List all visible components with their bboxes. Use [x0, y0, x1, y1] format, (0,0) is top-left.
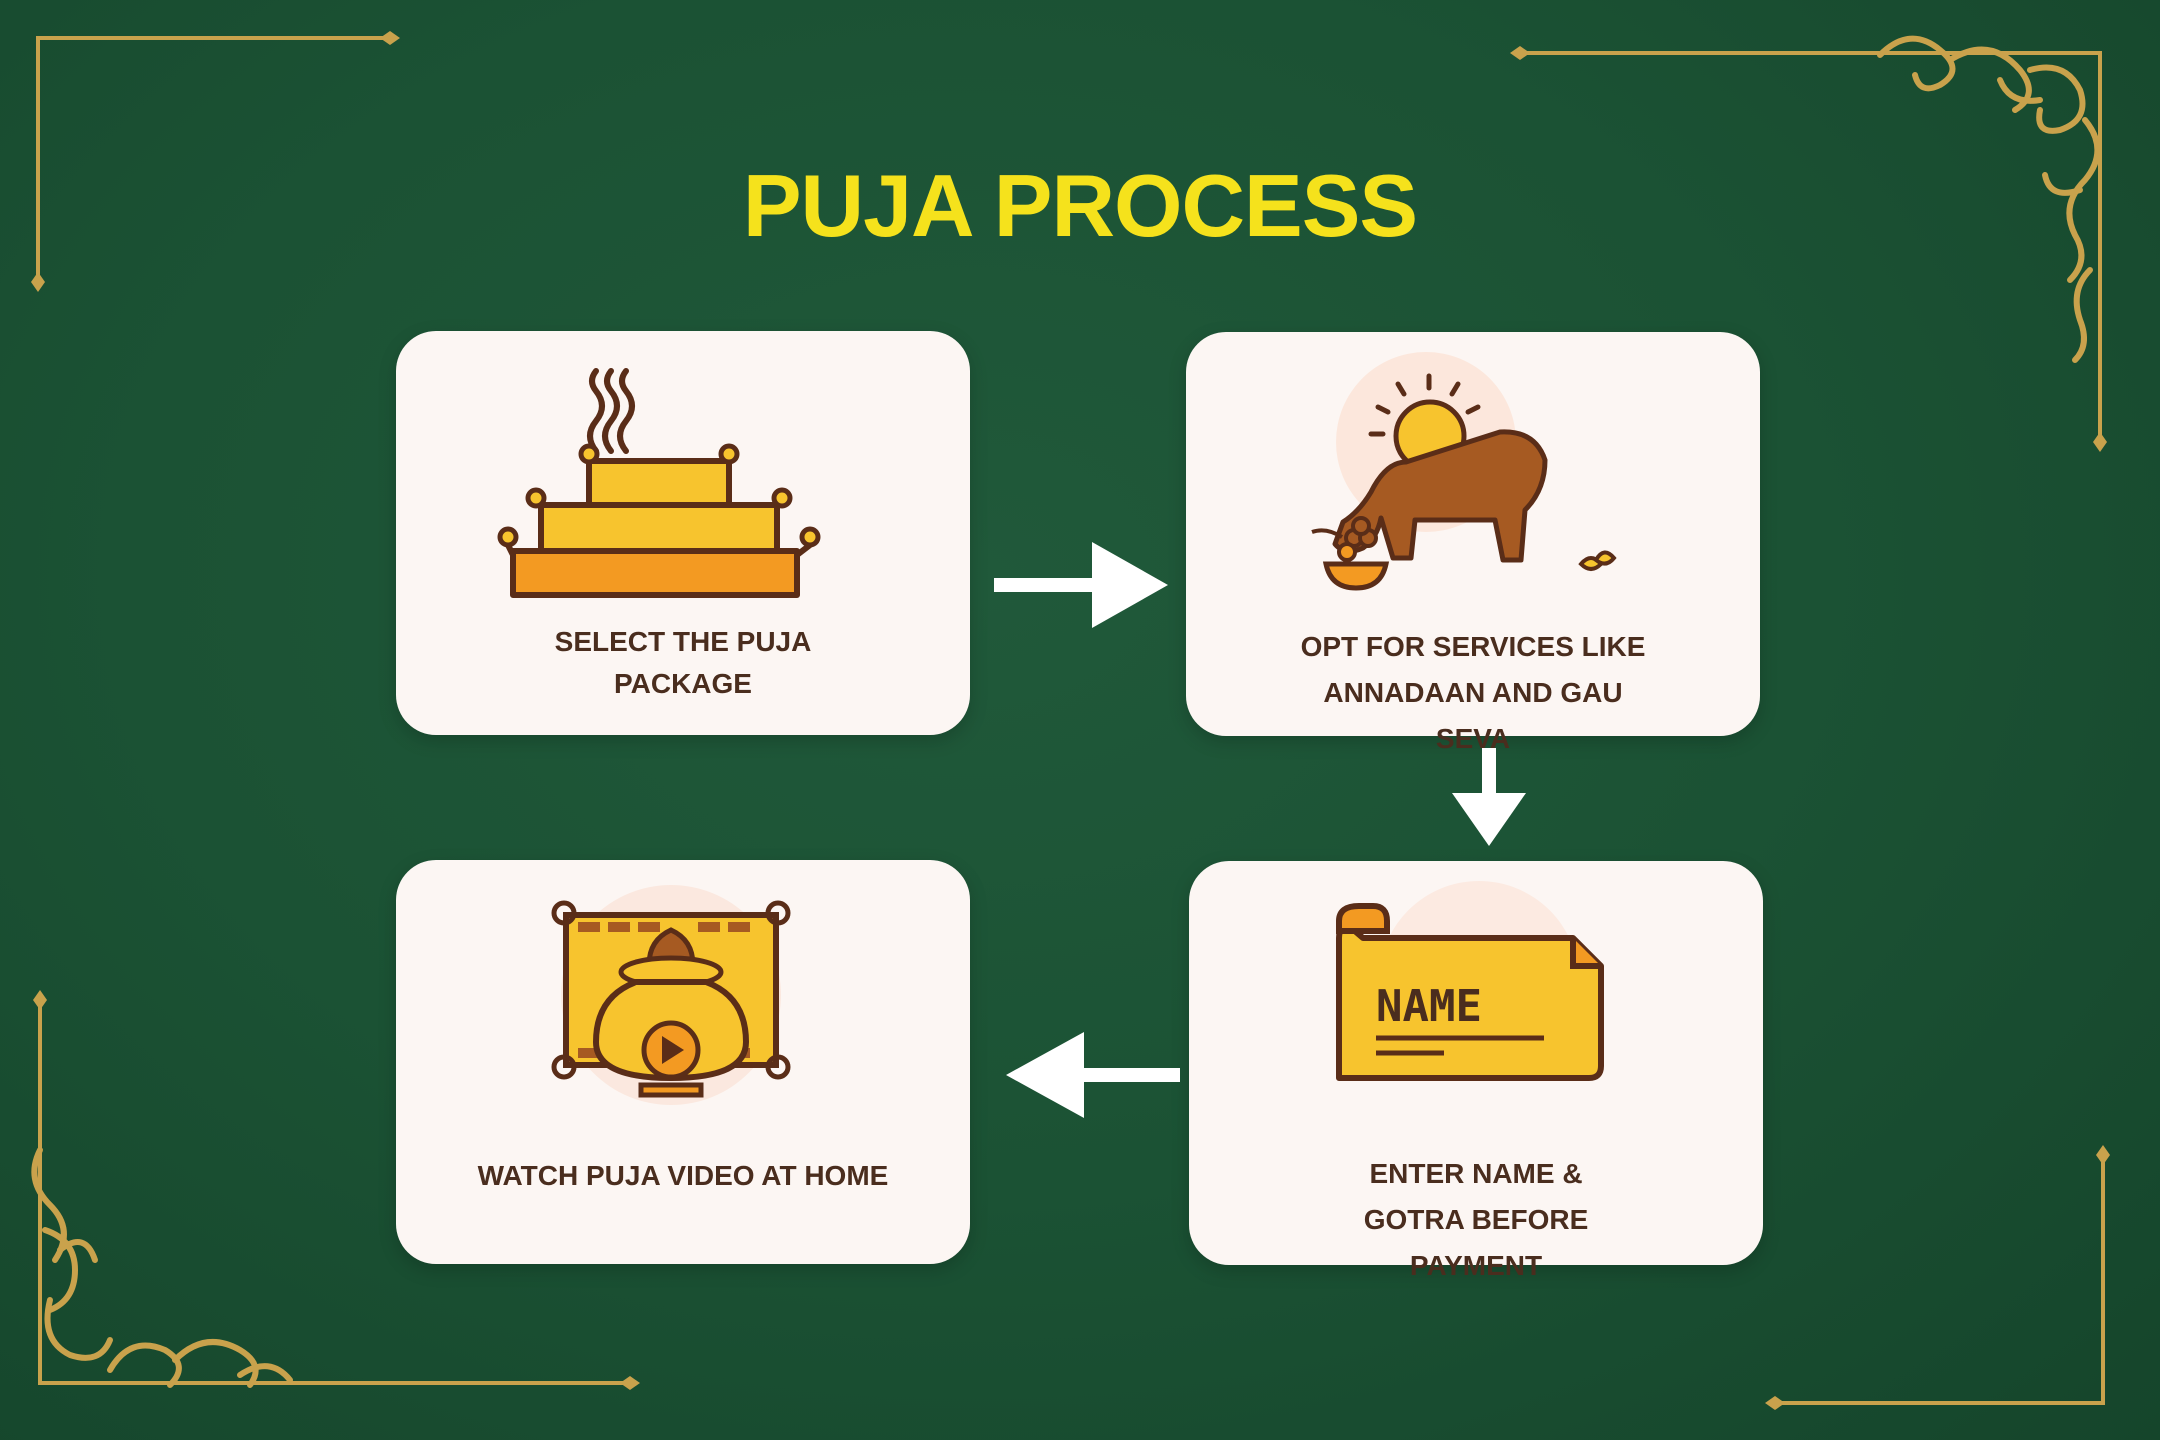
- step-card-opt-services: OPT FOR SERVICES LIKE ANNADAAN AND GAU S…: [1186, 332, 1760, 754]
- puja-altar-icon: [497, 368, 821, 598]
- cow-sun-icon: [1311, 352, 1617, 591]
- step-label: WATCH PUJA VIDEO AT HOME: [477, 1160, 889, 1191]
- kalash-video-icon: [551, 885, 791, 1105]
- name-scroll-icon: NAME: [1336, 881, 1604, 1081]
- page-title: PUJA PROCESS: [742, 156, 1418, 255]
- arrow-down-icon: [1452, 748, 1526, 846]
- step-card-watch-video: WATCH PUJA VIDEO AT HOME: [396, 860, 970, 1264]
- step-label: OPT FOR SERVICES LIKE ANNADAAN AND GAU S…: [1300, 631, 1646, 754]
- step-card-select-package: SELECT THE PUJA PACKAGE: [396, 331, 970, 735]
- scroll-name-text: NAME: [1376, 981, 1482, 1032]
- step-label: SELECT THE PUJA PACKAGE: [554, 626, 812, 699]
- arrow-left-icon: [1006, 1032, 1180, 1118]
- arrow-right-icon: [994, 542, 1168, 628]
- step-label: ENTER NAME & GOTRA BEFORE PAYMENT: [1363, 1158, 1589, 1281]
- step-card-enter-name: NAME ENTER NAME & GOTRA BEFORE PAYMENT: [1189, 861, 1763, 1281]
